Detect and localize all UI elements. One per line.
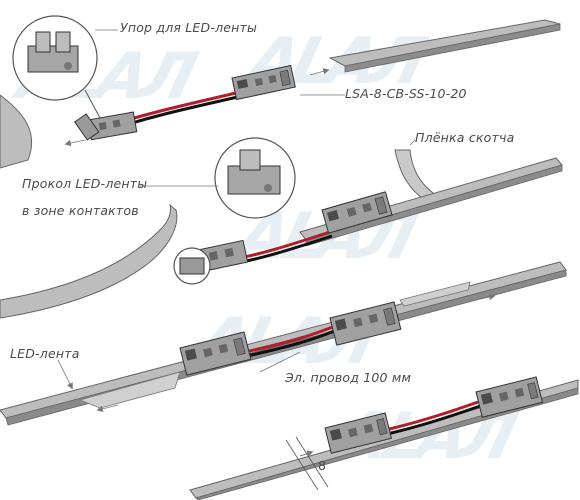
wire-black — [246, 328, 338, 358]
connector — [179, 331, 252, 376]
label-film: Плёнка скотча — [415, 130, 515, 145]
label-led-strip: LED-лента — [10, 346, 80, 361]
connector — [321, 191, 393, 234]
label-pierce-2: в зоне контактов — [22, 203, 139, 218]
wire-red — [244, 324, 336, 354]
led-strip-curl — [0, 94, 33, 169]
connector — [231, 64, 296, 101]
film-strip — [78, 371, 181, 409]
connector-open — [74, 111, 138, 141]
led-strip-top — [328, 19, 561, 67]
connector — [329, 301, 402, 346]
connector — [324, 412, 393, 454]
label-pierce-1: Прокол LED-ленты — [22, 176, 148, 191]
label-stopper: Упор для LED-ленты — [120, 20, 258, 35]
label-model: LSA-8-CB-SS-10-20 — [345, 86, 467, 101]
film-curl — [394, 149, 442, 201]
wire-red — [384, 400, 479, 432]
label-wire: Эл. провод 100 мм — [285, 370, 412, 385]
connector — [475, 376, 544, 418]
wire-black — [386, 404, 481, 436]
label-width: 8 — [318, 458, 327, 473]
led-strip-left — [0, 203, 178, 319]
dimension-line — [285, 439, 319, 491]
